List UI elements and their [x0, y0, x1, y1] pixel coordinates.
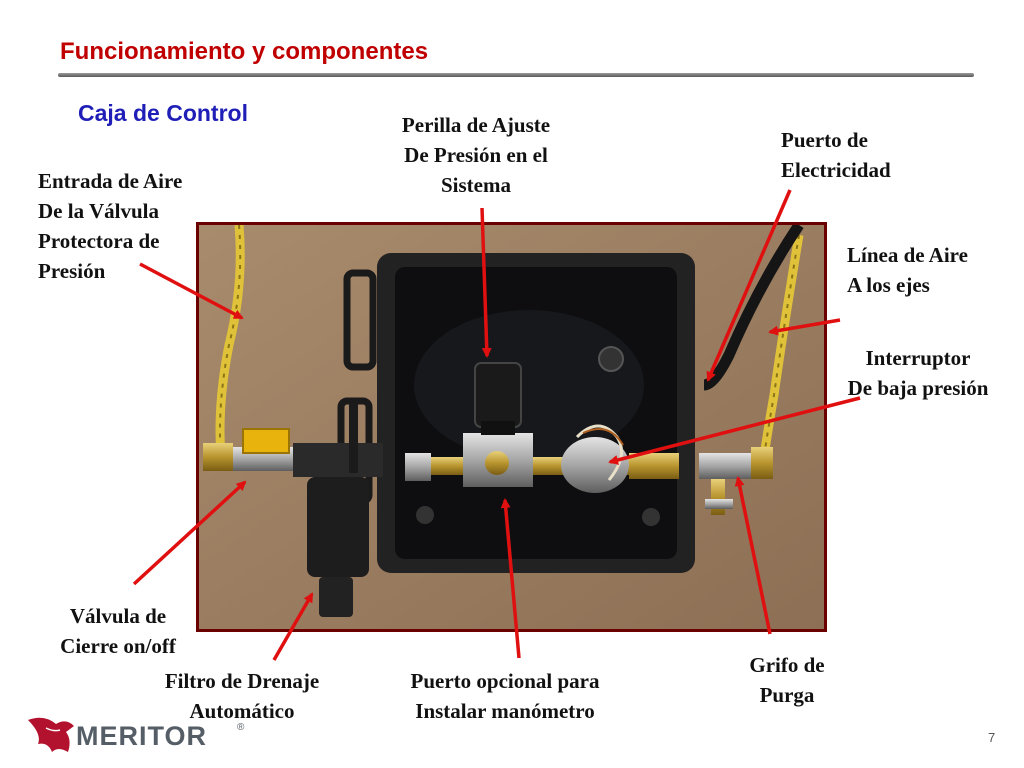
- callout-line: Filtro de Drenaje: [164, 669, 320, 693]
- callout-line: Sistema: [441, 173, 511, 197]
- callout-grifo-purga: Grifo de Purga: [722, 650, 852, 710]
- control-box-illustration: [199, 221, 824, 629]
- callout-line: Interruptor: [865, 346, 971, 370]
- registered-mark: ®: [237, 722, 245, 733]
- callout-line: Purga: [759, 683, 815, 707]
- callout-line: De baja presión: [847, 376, 989, 400]
- callout-perilla-ajuste: Perilla de Ajuste De Presión en el Siste…: [376, 110, 576, 200]
- callout-entrada-aire: Entrada de Aire De la Válvula Protectora…: [38, 166, 182, 286]
- callout-line: Instalar manómetro: [415, 699, 595, 723]
- callout-linea-aire: Línea de Aire A los ejes: [847, 240, 968, 300]
- page-number: 7: [988, 730, 996, 745]
- callout-line: Automático: [189, 699, 295, 723]
- callout-line: A los ejes: [847, 273, 930, 297]
- callout-line: Línea de Aire: [847, 243, 968, 267]
- callout-line: Puerto opcional para: [410, 669, 600, 693]
- callout-valvula-cierre: Válvula de Cierre on/off: [30, 601, 206, 661]
- callout-line: De Presión en el: [404, 143, 548, 167]
- callout-line: Protectora de: [38, 229, 160, 253]
- slide-title: Funcionamiento y componentes: [60, 38, 429, 65]
- callout-filtro-drenaje: Filtro de Drenaje Automático: [142, 666, 342, 726]
- meritor-wordmark: MERITOR: [76, 721, 208, 751]
- callout-line: De la Válvula: [38, 199, 159, 223]
- callout-line: Puerto de: [781, 128, 868, 152]
- callout-line: Cierre on/off: [60, 634, 176, 658]
- section-subtitle: Caja de Control: [78, 100, 248, 126]
- control-box-photo: [196, 221, 827, 632]
- callout-line: Entrada de Aire: [38, 169, 183, 193]
- callout-interruptor: Interruptor De baja presión: [828, 343, 1008, 403]
- callout-line: Perilla de Ajuste: [401, 113, 551, 137]
- meritor-bird-logo-icon: [28, 717, 74, 752]
- callout-puerto-electricidad: Puerto de Electricidad: [781, 125, 891, 185]
- callout-line: Grifo de: [749, 653, 825, 677]
- callout-line: Válvula de: [69, 604, 167, 628]
- callout-line: Presión: [38, 259, 106, 283]
- callout-line: Electricidad: [781, 158, 891, 182]
- callout-puerto-opcional: Puerto opcional para Instalar manómetro: [380, 666, 630, 726]
- title-divider: [58, 73, 974, 77]
